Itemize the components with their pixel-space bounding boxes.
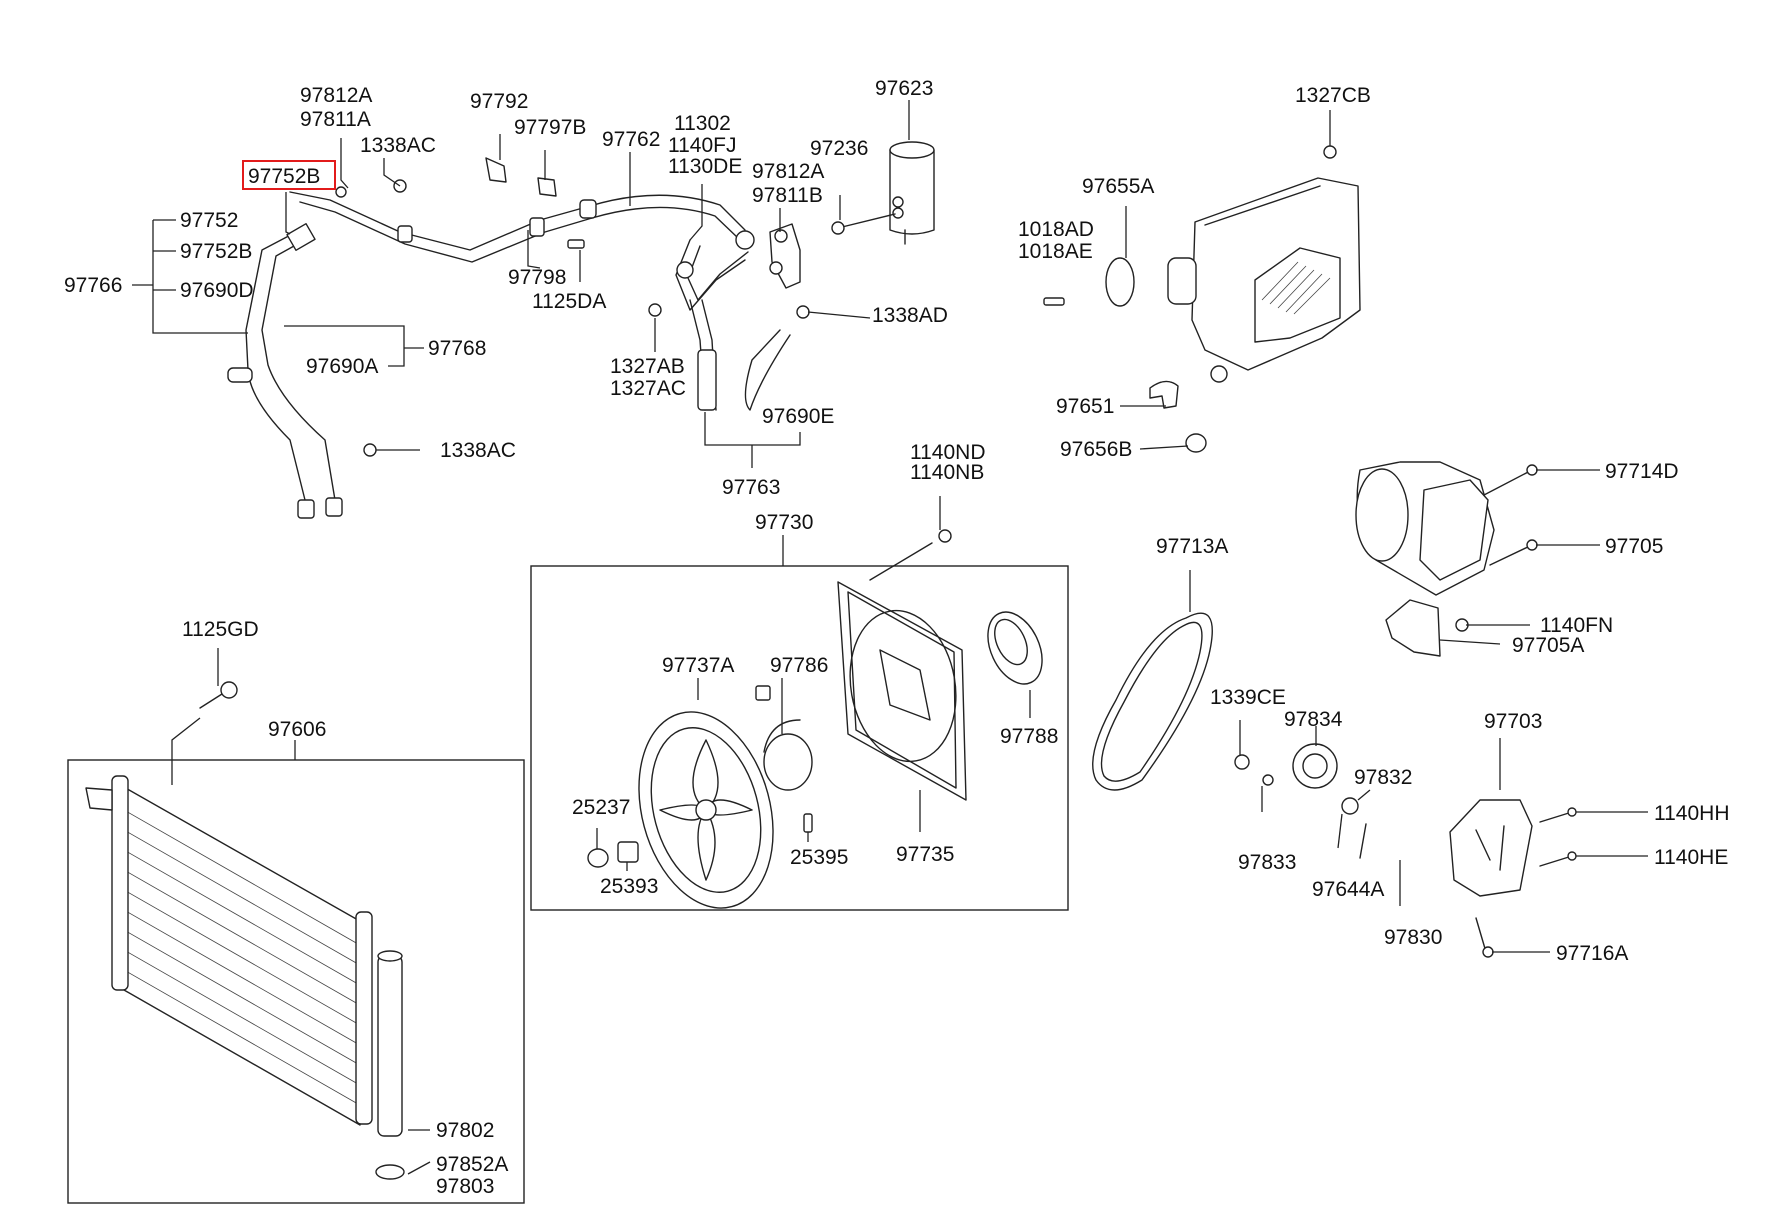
part-label-97752B[interactable]: 97752B [180, 240, 252, 263]
part-label-97786[interactable]: 97786 [770, 654, 828, 677]
part-label-97623[interactable]: 97623 [875, 77, 933, 100]
fan-assembly-box [530, 529, 1069, 911]
part-label-1140ND[interactable]: 1140ND [910, 441, 986, 464]
part-label-25395[interactable]: 25395 [790, 846, 848, 869]
part-label-97788[interactable]: 97788 [1000, 725, 1058, 748]
part-label-97792[interactable]: 97792 [470, 90, 528, 113]
part-label-25237[interactable]: 25237 [572, 796, 630, 819]
part-label-1018AE[interactable]: 1018AE [1018, 240, 1093, 263]
part-label-97832[interactable]: 97832 [1354, 766, 1412, 789]
part-label-1018AD[interactable]: 1018AD [1018, 218, 1094, 241]
evaporator-unit [1043, 145, 1361, 453]
part-label-11302[interactable]: 11302 [674, 112, 731, 135]
part-label-97705[interactable]: 97705 [1605, 535, 1663, 558]
part-label-97236[interactable]: 97236 [810, 137, 868, 160]
part-label-97766[interactable]: 97766 [64, 274, 122, 297]
part-label-97752[interactable]: 97752 [180, 209, 238, 232]
part-labels: 97812A 97811A 1338AC 97752B 97752 97752B… [64, 77, 1730, 1198]
part-label-97656B[interactable]: 97656B [1060, 438, 1132, 461]
part-label-1140HH[interactable]: 1140HH [1654, 802, 1730, 825]
part-label-97735[interactable]: 97735 [896, 843, 954, 866]
part-label-1140HE[interactable]: 1140HE [1654, 846, 1728, 869]
highlight-box [242, 160, 336, 190]
part-label-97644A[interactable]: 97644A [1312, 878, 1384, 901]
part-label-97655A[interactable]: 97655A [1082, 175, 1154, 198]
part-label-1130DE[interactable]: 1130DE [668, 155, 742, 178]
part-label-1140FJ[interactable]: 1140FJ [668, 134, 737, 157]
part-label-1140FN[interactable]: 1140FN [1540, 614, 1613, 637]
part-label-1338AC-b[interactable]: 1338AC [440, 439, 516, 462]
condenser-box [67, 681, 525, 1204]
part-label-97730[interactable]: 97730 [755, 511, 813, 534]
part-label-97714D[interactable]: 97714D [1605, 460, 1679, 483]
part-label-1327AC[interactable]: 1327AC [610, 377, 686, 400]
part-label-1327AB[interactable]: 1327AB [610, 355, 685, 378]
part-label-97690E[interactable]: 97690E [762, 405, 834, 428]
part-label-97690A[interactable]: 97690A [306, 355, 378, 378]
part-label-1327CB[interactable]: 1327CB [1295, 84, 1371, 107]
part-label-97830[interactable]: 97830 [1384, 926, 1442, 949]
part-label-97811B[interactable]: 97811B [752, 184, 823, 207]
part-label-97834[interactable]: 97834 [1284, 708, 1343, 731]
part-label-97803[interactable]: 97803 [436, 1175, 494, 1198]
part-label-97703[interactable]: 97703 [1484, 710, 1542, 733]
leader-lines [132, 100, 1648, 1175]
part-label-97713A[interactable]: 97713A [1156, 535, 1228, 558]
part-label-97798[interactable]: 97798 [508, 266, 566, 289]
part-label-1338AC-a[interactable]: 1338AC [360, 134, 436, 157]
part-label-97752B-highlighted[interactable]: 97752B [248, 165, 320, 188]
part-label-97606[interactable]: 97606 [268, 718, 326, 741]
part-label-97737A[interactable]: 97737A [662, 654, 734, 677]
part-label-97690D[interactable]: 97690D [180, 279, 254, 302]
part-label-97705A[interactable]: 97705A [1512, 634, 1584, 657]
hose-pipe-group [227, 141, 935, 519]
part-label-1140NB[interactable]: 1140NB [910, 461, 984, 484]
part-label-97651[interactable]: 97651 [1056, 395, 1114, 418]
part-label-1338AD[interactable]: 1338AD [872, 304, 948, 327]
part-label-97833[interactable]: 97833 [1238, 851, 1296, 874]
part-label-97716A[interactable]: 97716A [1556, 942, 1628, 965]
part-label-97768[interactable]: 97768 [428, 337, 486, 360]
belt-tensioner-group [1092, 612, 1577, 958]
part-label-97852A[interactable]: 97852A [436, 1153, 508, 1176]
part-label-97812A-a[interactable]: 97812A [300, 84, 372, 107]
part-label-97811A[interactable]: 97811A [300, 108, 371, 131]
part-label-97812A-b[interactable]: 97812A [752, 160, 824, 183]
part-label-1125DA[interactable]: 1125DA [532, 290, 606, 313]
part-label-97763[interactable]: 97763 [722, 476, 780, 499]
part-label-25393[interactable]: 25393 [600, 875, 658, 898]
part-label-1125GD[interactable]: 1125GD [182, 618, 259, 641]
part-label-97762[interactable]: 97762 [602, 128, 660, 151]
part-label-1339CE[interactable]: 1339CE [1210, 686, 1286, 709]
compressor [1355, 461, 1538, 657]
part-label-97802[interactable]: 97802 [436, 1119, 494, 1142]
part-label-97797B[interactable]: 97797B [514, 116, 586, 139]
